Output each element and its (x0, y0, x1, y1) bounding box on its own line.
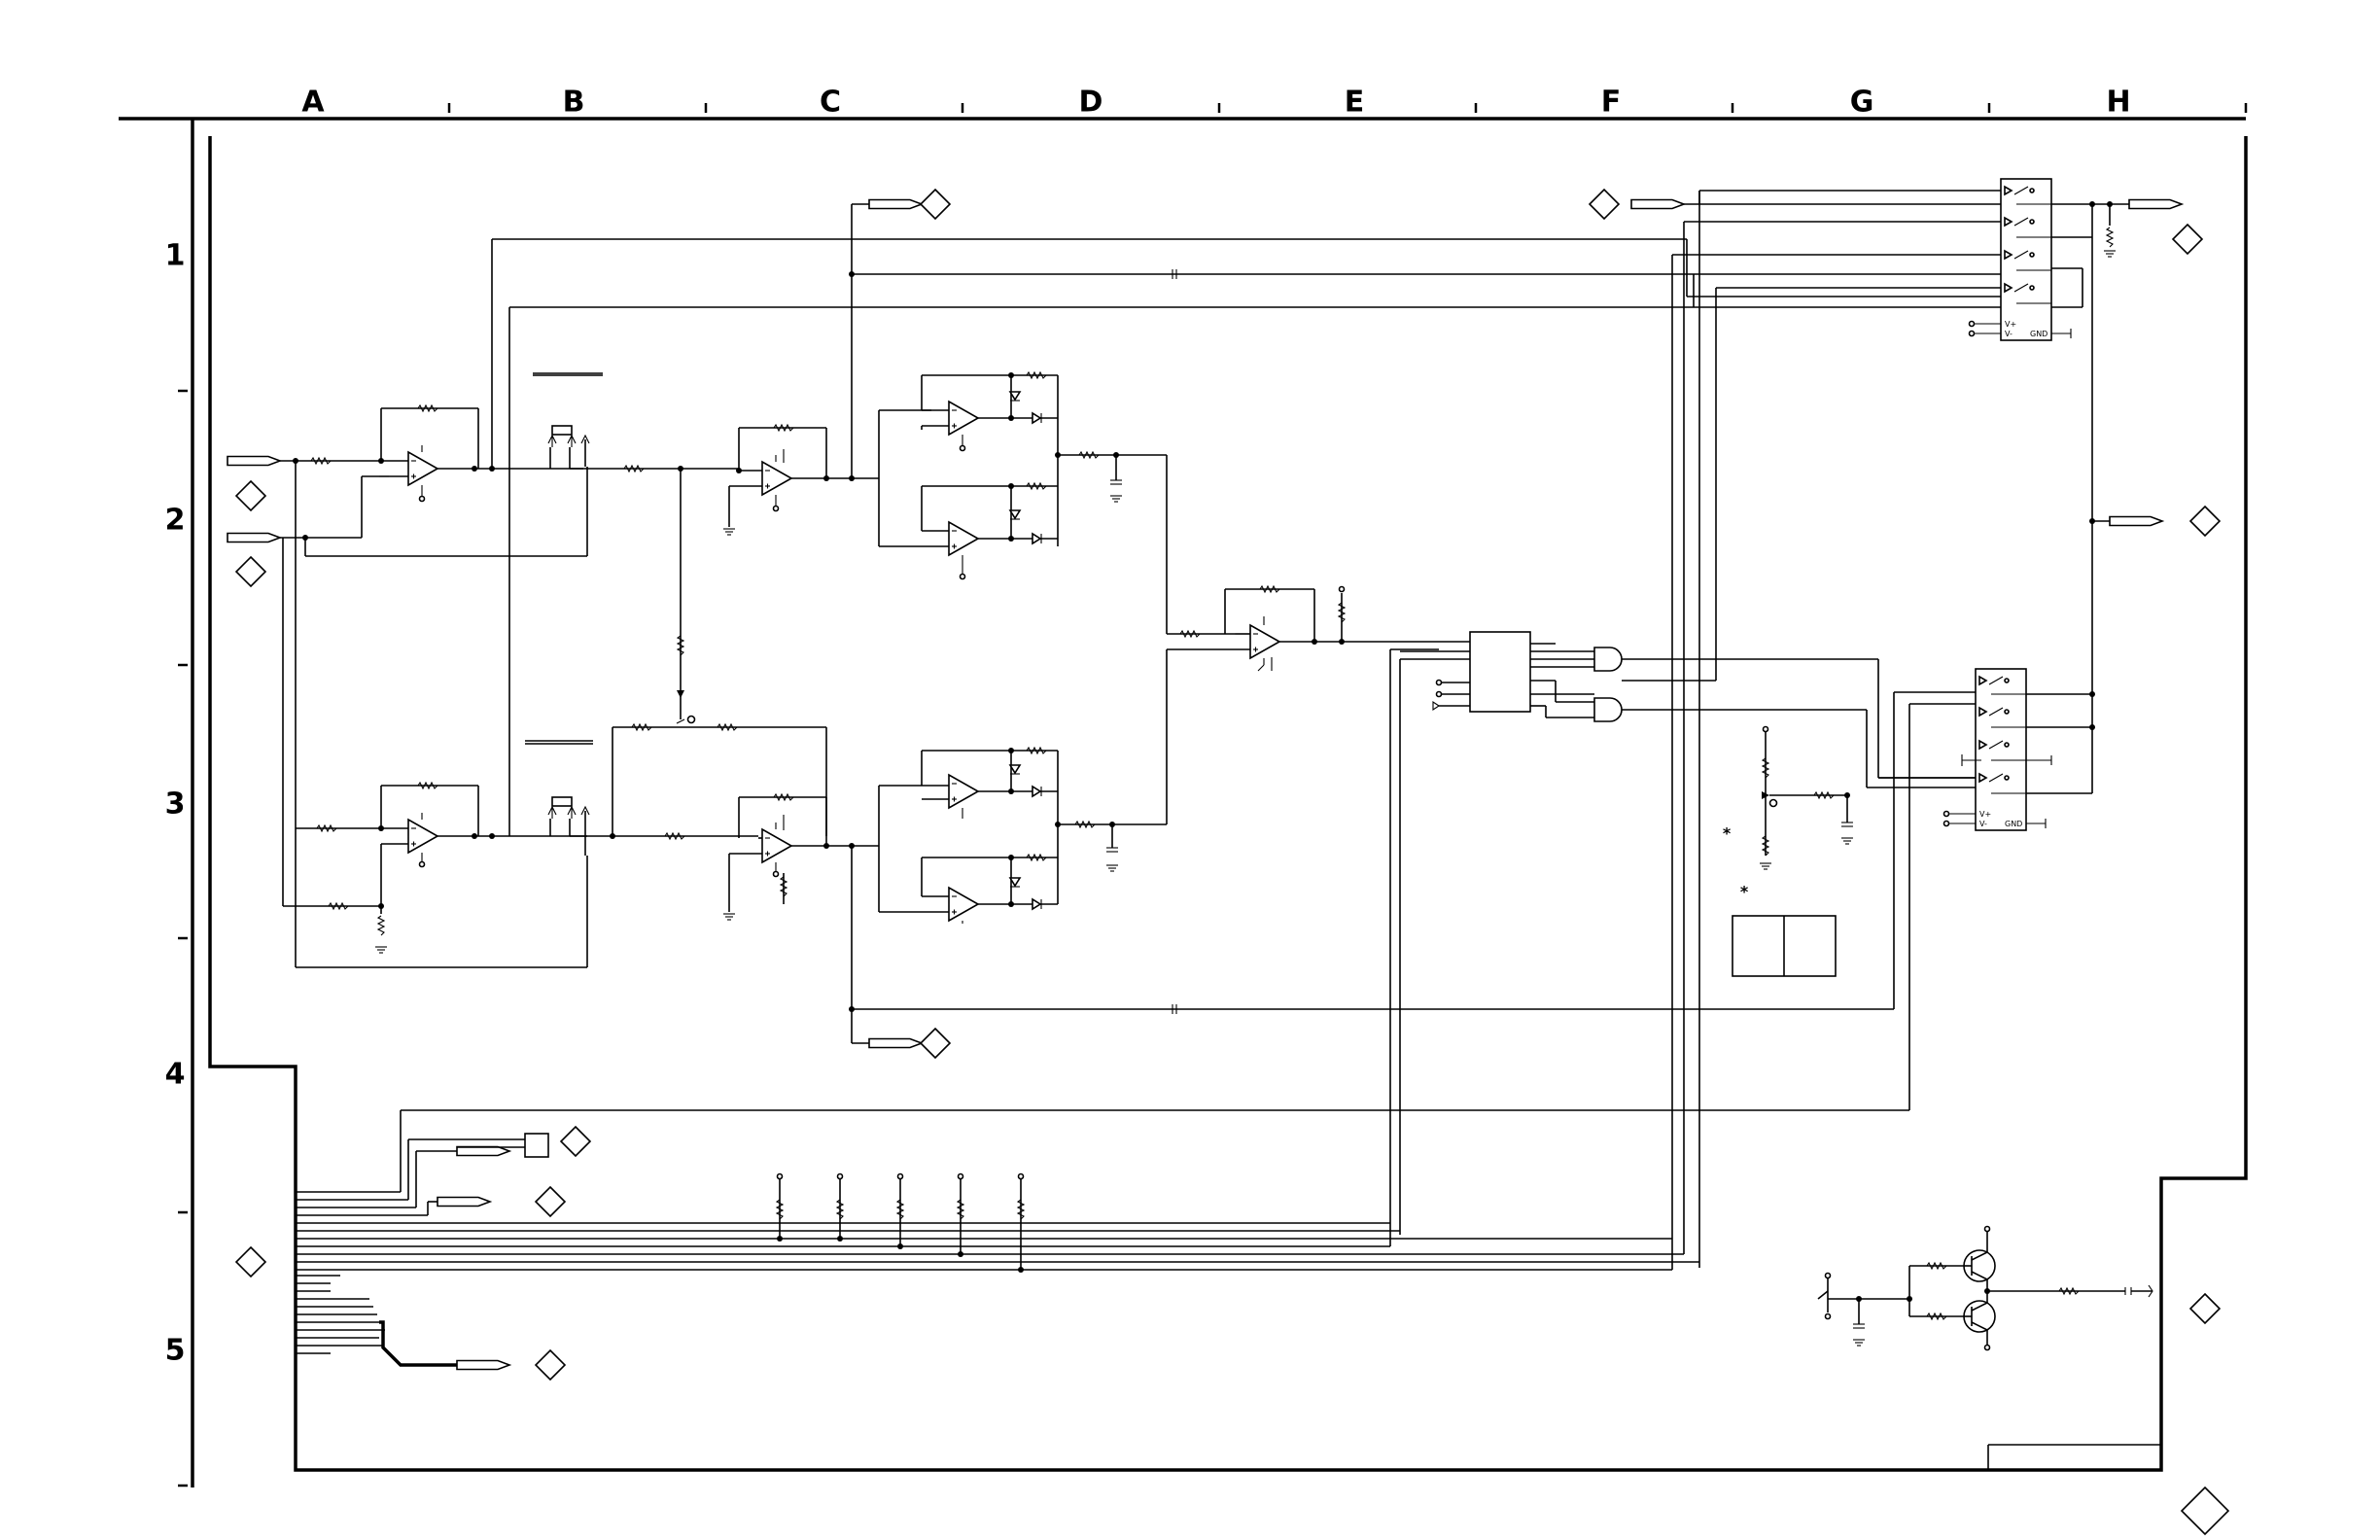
column-label-f: F (1601, 86, 1622, 120)
drawing-frame (119, 119, 2246, 1488)
stage2-amplifier-ch1 (723, 425, 855, 535)
analog-switch-ic-bottom: V+ V- GND (1878, 507, 2220, 830)
switch-bottom-vminus-label: V- (1979, 820, 1987, 828)
input-amplifier-ch1 (293, 405, 583, 541)
gain-switch-ch1 (548, 426, 622, 469)
column-label-d: D (1079, 86, 1103, 120)
wiring-harness (236, 1127, 1699, 1470)
balance-network (610, 466, 826, 839)
row-label-3: 3 (165, 788, 186, 822)
trim-network: * * (1723, 727, 1853, 977)
asterisk-note-2: * (1740, 883, 1749, 901)
logic-ic (1470, 632, 1530, 712)
sheet-reference-diamond (2182, 1488, 2228, 1534)
analog-switch-ic-top: V+ V- GND (1970, 179, 2203, 521)
input-amplifier-ch2 (296, 783, 587, 953)
stage2-amplifier-ch2 (723, 794, 855, 920)
row-label-1: 1 (165, 239, 186, 273)
row-label-2: 2 (165, 504, 186, 538)
gain-switch-ch2 (548, 797, 612, 856)
switch-top-vplus-label: V+ (2005, 320, 2016, 329)
switch-bottom-gnd-label: GND (2005, 820, 2022, 828)
column-label-c: C (820, 86, 841, 120)
rectifier-ch2 (852, 649, 1250, 924)
top-buses (492, 239, 2082, 836)
zone-labels: A B C D E F G H 1 2 3 4 5 (165, 86, 2131, 1368)
switch-top-gnd-label: GND (2030, 330, 2048, 338)
switch-bottom-vplus-label: V+ (1979, 810, 1991, 819)
right-buses (401, 191, 2001, 1268)
asterisk-note-1: * (1723, 824, 1732, 843)
column-label-g: G (1850, 86, 1874, 120)
column-label-a: A (301, 86, 325, 120)
reference-diamonds (236, 190, 2228, 1534)
logic-section (1400, 288, 2001, 721)
summing-amplifier (1180, 586, 1470, 671)
input-connectors (228, 457, 587, 968)
row-label-4: 4 (165, 1058, 186, 1092)
row-label-5: 5 (165, 1334, 186, 1368)
column-label-e: E (1345, 86, 1365, 120)
column-label-b: B (563, 86, 585, 120)
rectifier-ch1 (852, 372, 1235, 634)
column-label-h: H (2106, 86, 2130, 120)
ruler-ticks (178, 103, 2246, 1486)
transistor-driver (1818, 1227, 2220, 1350)
switch-top-vminus-label: V- (2005, 330, 2012, 338)
